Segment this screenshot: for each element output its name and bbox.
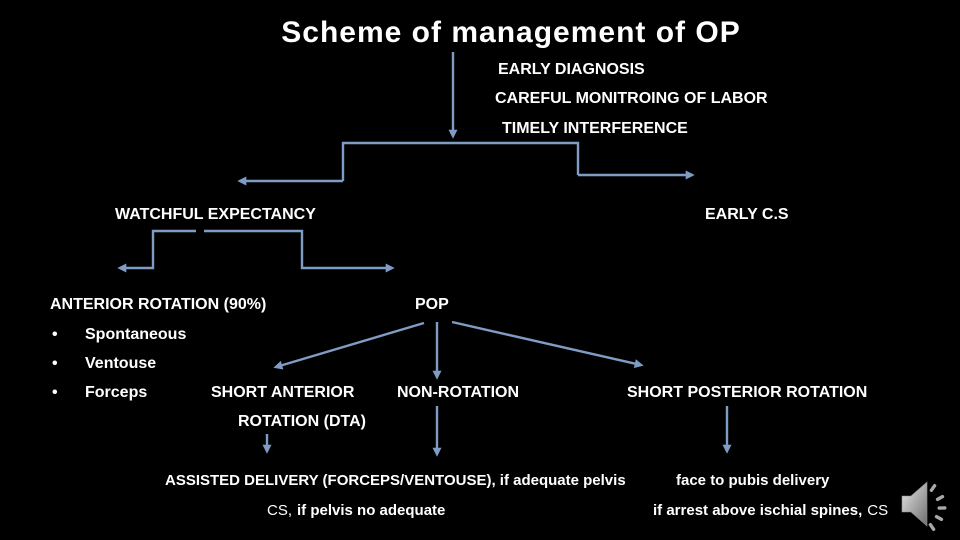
bullet-marker: •: [52, 355, 58, 372]
outcome-cs-if-pelvis: CS,if pelvis no adequate: [267, 501, 445, 521]
cs-condition: if pelvis no adequate: [297, 502, 446, 519]
speaker-horn: [901, 481, 928, 527]
node-short-posterior-rotation: SHORT POSTERIOR ROTATION: [627, 384, 868, 401]
bullet-item-forceps: • Forceps: [52, 383, 147, 403]
speaker-icon[interactable]: [896, 476, 956, 534]
node-pop: POP: [415, 296, 449, 313]
principle-careful-monitoring: CAREFUL MONITROING OF LABOR: [495, 90, 768, 107]
bullet-label: Ventouse: [85, 355, 157, 372]
bullet-label: Spontaneous: [85, 326, 187, 343]
node-watchful-expectancy: WATCHFUL EXPECTANCY: [115, 206, 316, 223]
connector-elbow-to-anterior-rotation: [117, 229, 196, 273]
node-short-anterior-rotation-line2: ROTATION (DTA): [238, 413, 366, 430]
node-anterior-rotation: ANTERIOR ROTATION (90%): [50, 296, 267, 313]
cs-abbrev: CS: [867, 502, 889, 519]
node-early-cs: EARLY C.S: [705, 206, 789, 223]
cs-abbrev: CS,: [267, 502, 293, 519]
bullet-item-ventouse: • Ventouse: [52, 354, 156, 374]
bullet-marker: •: [52, 326, 58, 343]
principle-early-diagnosis: EARLY DIAGNOSIS: [498, 61, 645, 78]
connector-top-bracket: [341, 141, 580, 181]
node-short-anterior-rotation-line1: SHORT ANTERIOR: [211, 384, 355, 401]
bullet-marker: •: [52, 384, 58, 401]
connector-pop-to-short-posterior: [451, 320, 644, 368]
slide-title: Scheme of management of OP: [281, 16, 741, 49]
arrest-condition: if arrest above ischial spines,: [653, 502, 863, 519]
speaker-sound-waves: [928, 484, 947, 531]
bullet-label: Forceps: [85, 384, 148, 401]
outcome-assisted-delivery: ASSISTED DELIVERY (FORCEPS/VENTOUSE), if…: [165, 472, 626, 489]
connector-elbow-to-pop: [204, 229, 395, 273]
principle-timely-interference: TIMELY INTERFERENCE: [502, 120, 688, 137]
connector-pop-to-short-anterior: [273, 321, 425, 370]
outcome-arrest-cs: if arrest above ischial spines,CS: [653, 501, 888, 521]
outcome-face-to-pubis: face to pubis delivery: [676, 472, 830, 489]
node-non-rotation: NON-ROTATION: [397, 384, 520, 401]
bullet-item-spontaneous: • Spontaneous: [52, 325, 186, 345]
